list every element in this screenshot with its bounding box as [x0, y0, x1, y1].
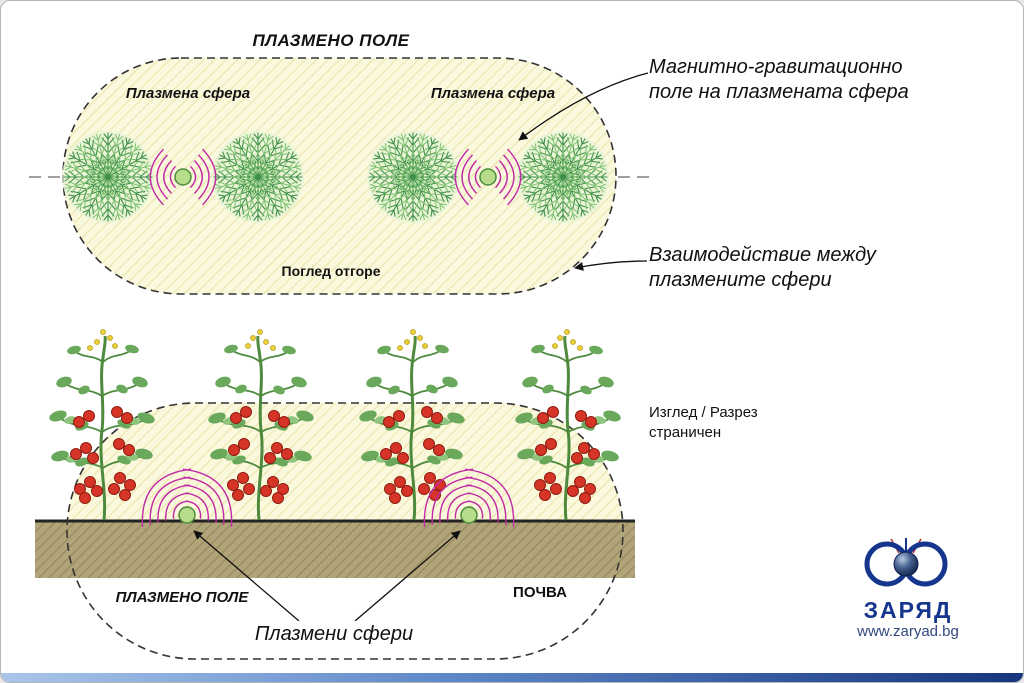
- side-view-field-label: ПЛАЗМЕНО ПОЛЕ: [115, 589, 249, 606]
- soil-band: [35, 521, 635, 578]
- magnetic-field-pointer-line: [518, 72, 649, 141]
- plasma-sphere: [460, 506, 478, 524]
- plasma-sphere: [479, 168, 497, 186]
- fern-plant-top-view: [517, 131, 609, 223]
- annotation-interaction: Взаимодействие между плазмените сфери: [649, 244, 876, 291]
- bottom-accent-bar: [1, 673, 1023, 682]
- sphere-pointer-line: [193, 530, 300, 622]
- logo-website-text: www.zaryad.bg: [857, 623, 959, 640]
- logo-brand-text: ЗАРЯД: [863, 597, 953, 623]
- top-view-caption: Поглед отгоре: [281, 263, 381, 279]
- plasma-sphere: [174, 168, 192, 186]
- plasma-sphere-label-right: Плазмена сфера: [430, 85, 556, 102]
- sphere-pointer-line: [354, 530, 461, 622]
- zaryad-infinity-logo-icon: [864, 538, 948, 587]
- fern-plant-top-view: [212, 131, 304, 223]
- top-view-title: ПЛАЗМЕНО ПОЛЕ: [252, 31, 410, 50]
- annotation-magnetic-field: Магнитно-гравитационно поле на плазменат…: [649, 56, 909, 103]
- annotation-side-view: Изглед / Разрез страничен: [649, 404, 758, 442]
- interaction-pointer-line: [574, 260, 648, 271]
- plasma-sphere: [178, 506, 196, 524]
- fern-plant-top-view: [62, 131, 154, 223]
- plasma-spheres-label: Плазмени сфери: [229, 621, 439, 648]
- fern-plant-top-view: [367, 131, 459, 223]
- side-view-field-fill: [67, 403, 623, 521]
- side-view-field-boundary: [66, 402, 624, 660]
- soil-label: ПОЧВА: [513, 584, 567, 601]
- plasma-sphere-label-left: Плазмена сфера: [125, 85, 251, 102]
